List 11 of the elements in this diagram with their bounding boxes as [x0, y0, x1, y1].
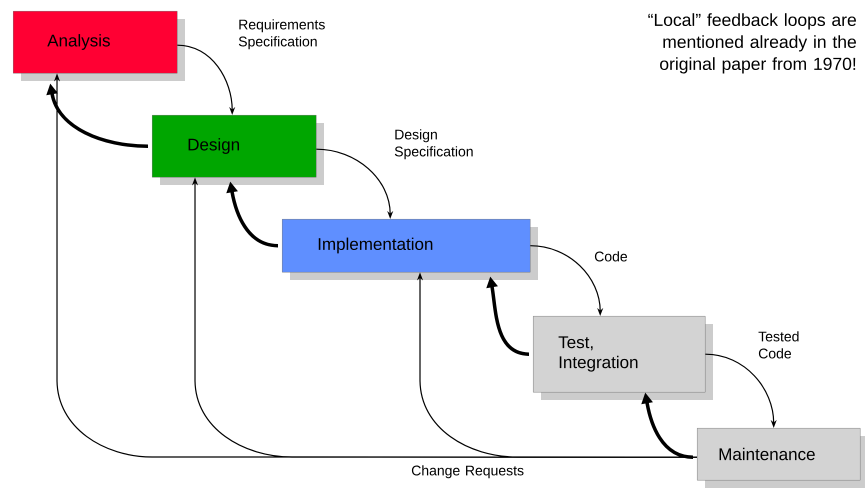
process-box: Test, Integration: [533, 316, 713, 400]
process-box: Design: [152, 115, 324, 185]
edge-label: Design Specification: [394, 129, 473, 160]
edge-label: Change Requests: [412, 465, 524, 478]
process-box: Implementation: [282, 219, 538, 280]
edge-label: Code: [594, 251, 628, 262]
process-box: Maintenance: [697, 428, 865, 488]
edge-label: Requirements Specification: [238, 19, 325, 50]
note-text: “Local” feedback loops are mentioned already in the original paper from 1970!: [648, 13, 856, 74]
process-box: Analysis: [13, 11, 185, 81]
edge-label: Tested Code: [758, 331, 799, 358]
